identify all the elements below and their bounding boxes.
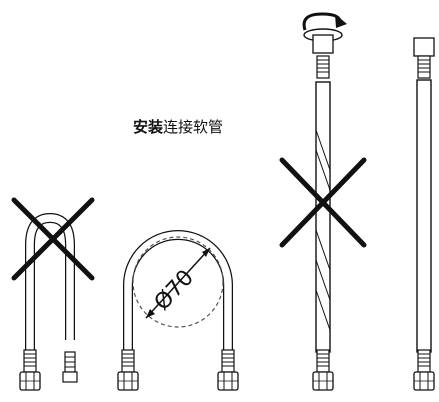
- rotate-arrow-icon: [302, 12, 342, 31]
- figure-straight-hose: [413, 37, 435, 391]
- figure-twisted-hose: [279, 12, 367, 391]
- figure-u-bend-too-tight: [11, 197, 95, 391]
- page-title: 安装连接软管: [133, 116, 223, 137]
- figure-u-bend-min-diameter: Ø70: [117, 230, 239, 391]
- title-emphasis: 安装: [133, 118, 164, 136]
- diameter-label: Ø70: [150, 265, 199, 315]
- title-rest: 连接软管: [163, 118, 224, 136]
